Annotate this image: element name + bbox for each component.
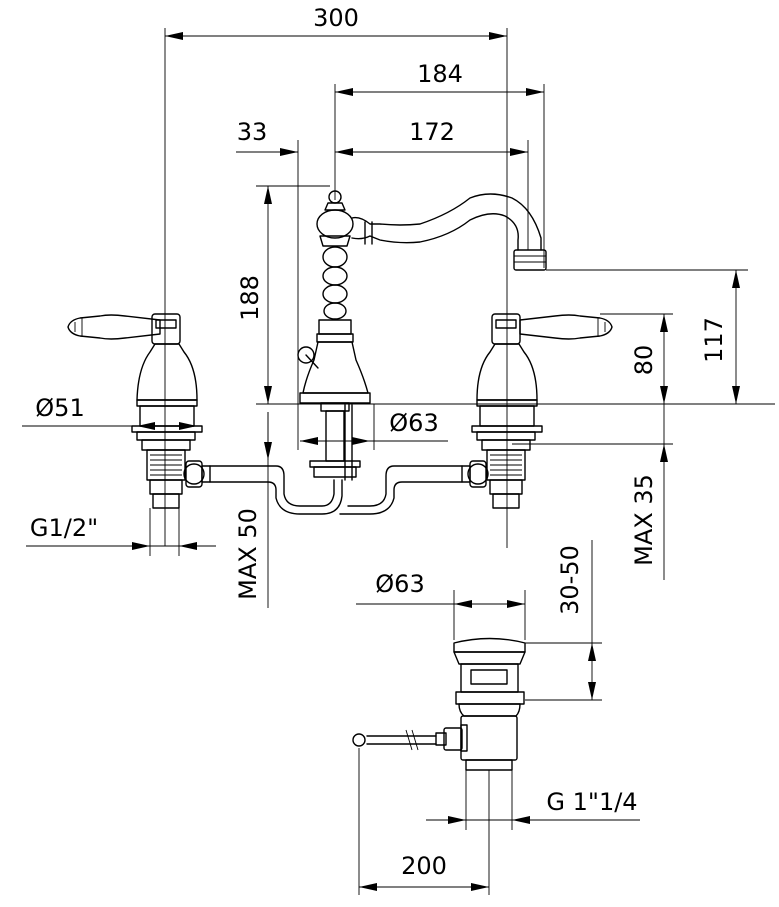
dim-117-label: 117 bbox=[700, 317, 728, 363]
right-handle-valve bbox=[471, 313, 613, 509]
dim-d51-label: Ø51 bbox=[35, 394, 84, 422]
dim-d63-top-label: Ø63 bbox=[389, 409, 438, 437]
dim-184-label: 184 bbox=[417, 60, 463, 88]
left-handle-valve bbox=[67, 313, 203, 509]
dim-172-label: 172 bbox=[409, 118, 455, 146]
pop-up-waste bbox=[352, 637, 526, 771]
supply-hoses bbox=[183, 460, 489, 515]
dimension-lines bbox=[22, 28, 775, 895]
spout-body bbox=[297, 190, 547, 481]
dim-max35-label: MAX 35 bbox=[630, 474, 658, 566]
dim-188-label: 188 bbox=[236, 275, 264, 321]
dim-200-label: 200 bbox=[401, 852, 447, 880]
dim-max50-label: MAX 50 bbox=[234, 508, 262, 600]
dim-300-label: 300 bbox=[313, 4, 359, 32]
dim-g12-label: G1/2" bbox=[30, 514, 98, 542]
dim-80-label: 80 bbox=[630, 345, 658, 376]
dim-30-50-label: 30-50 bbox=[556, 545, 584, 615]
dim-g114-label: G 1"1/4 bbox=[546, 788, 637, 816]
dim-d63-waste-label: Ø63 bbox=[375, 570, 424, 598]
dim-33-label: 33 bbox=[237, 118, 268, 146]
